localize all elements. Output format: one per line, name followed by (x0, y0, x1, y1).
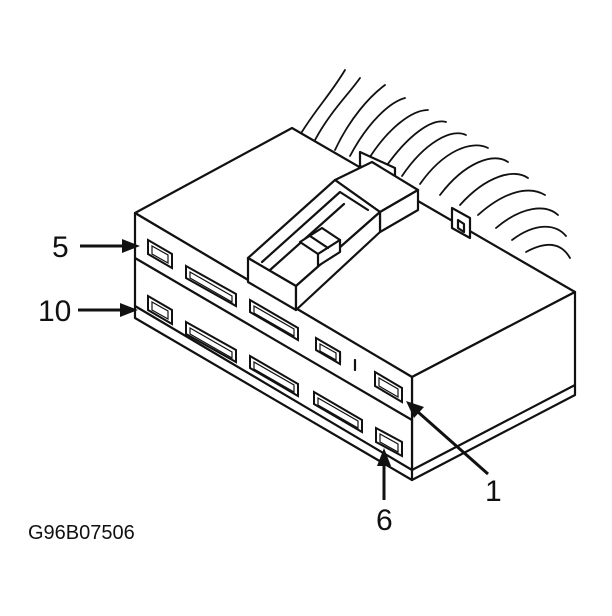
callout-label-1: 1 (485, 475, 502, 508)
callout-arrow-1 (406, 401, 489, 476)
locking-latch (246, 150, 472, 312)
upper-pin-row (147, 238, 403, 404)
callout-label-5: 5 (52, 231, 69, 264)
cavity-9 (185, 320, 237, 364)
callout-arrow-5 (80, 239, 140, 253)
callout-arrow-6 (377, 448, 391, 500)
wire-harness (299, 69, 571, 259)
cavity-4 (185, 264, 237, 308)
callout-label-10: 10 (38, 295, 71, 328)
callout-arrow-10 (78, 303, 138, 317)
callout-label-6: 6 (376, 504, 393, 537)
figure-code: G96B07506 (28, 522, 135, 544)
lower-pin-row (147, 294, 403, 458)
